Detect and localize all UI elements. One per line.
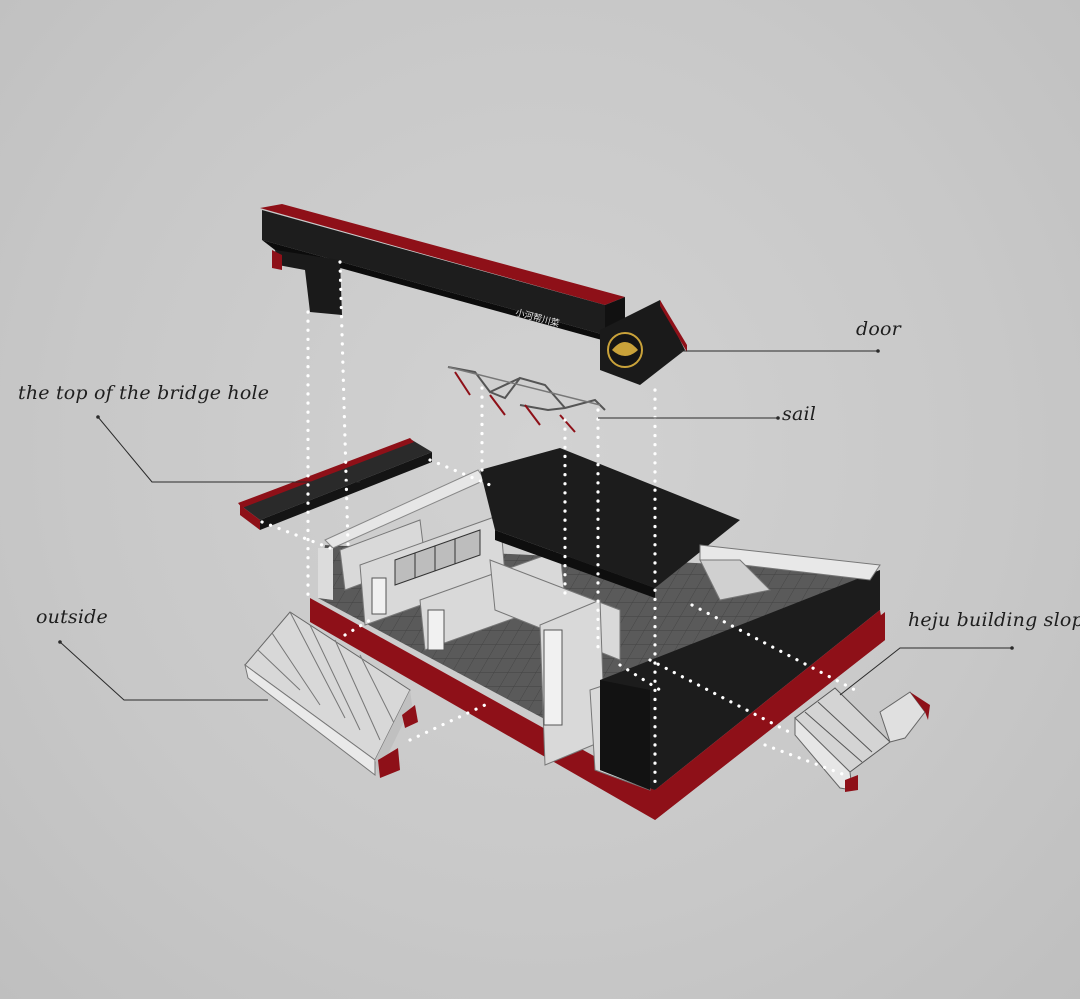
- columns: [371, 577, 563, 726]
- callout-sail: sail: [782, 403, 817, 425]
- outside-roof-piece: [244, 611, 418, 778]
- heju-slope-piece: [794, 687, 930, 792]
- heju-leader: [839, 647, 1012, 696]
- callout-bridge-hole-top: the top of the bridge hole: [18, 382, 270, 404]
- callout-heju-slope: heju building slope: [908, 609, 1080, 631]
- bridge-hole-leader: [97, 416, 360, 483]
- right-inner-wall: [699, 544, 881, 581]
- callout-leader-lines: [59, 350, 1012, 701]
- callout-outside: outside: [36, 606, 108, 628]
- explosion-guide-lines: [260, 260, 857, 792]
- sail-canopies: [447, 366, 606, 433]
- outside-leader: [59, 641, 268, 701]
- callout-door: door: [856, 318, 901, 340]
- door-beam: [260, 204, 687, 385]
- main-building: [310, 448, 885, 820]
- roof-block-front: [600, 570, 880, 790]
- roof-block-back: [480, 448, 740, 588]
- glazing: [394, 529, 481, 586]
